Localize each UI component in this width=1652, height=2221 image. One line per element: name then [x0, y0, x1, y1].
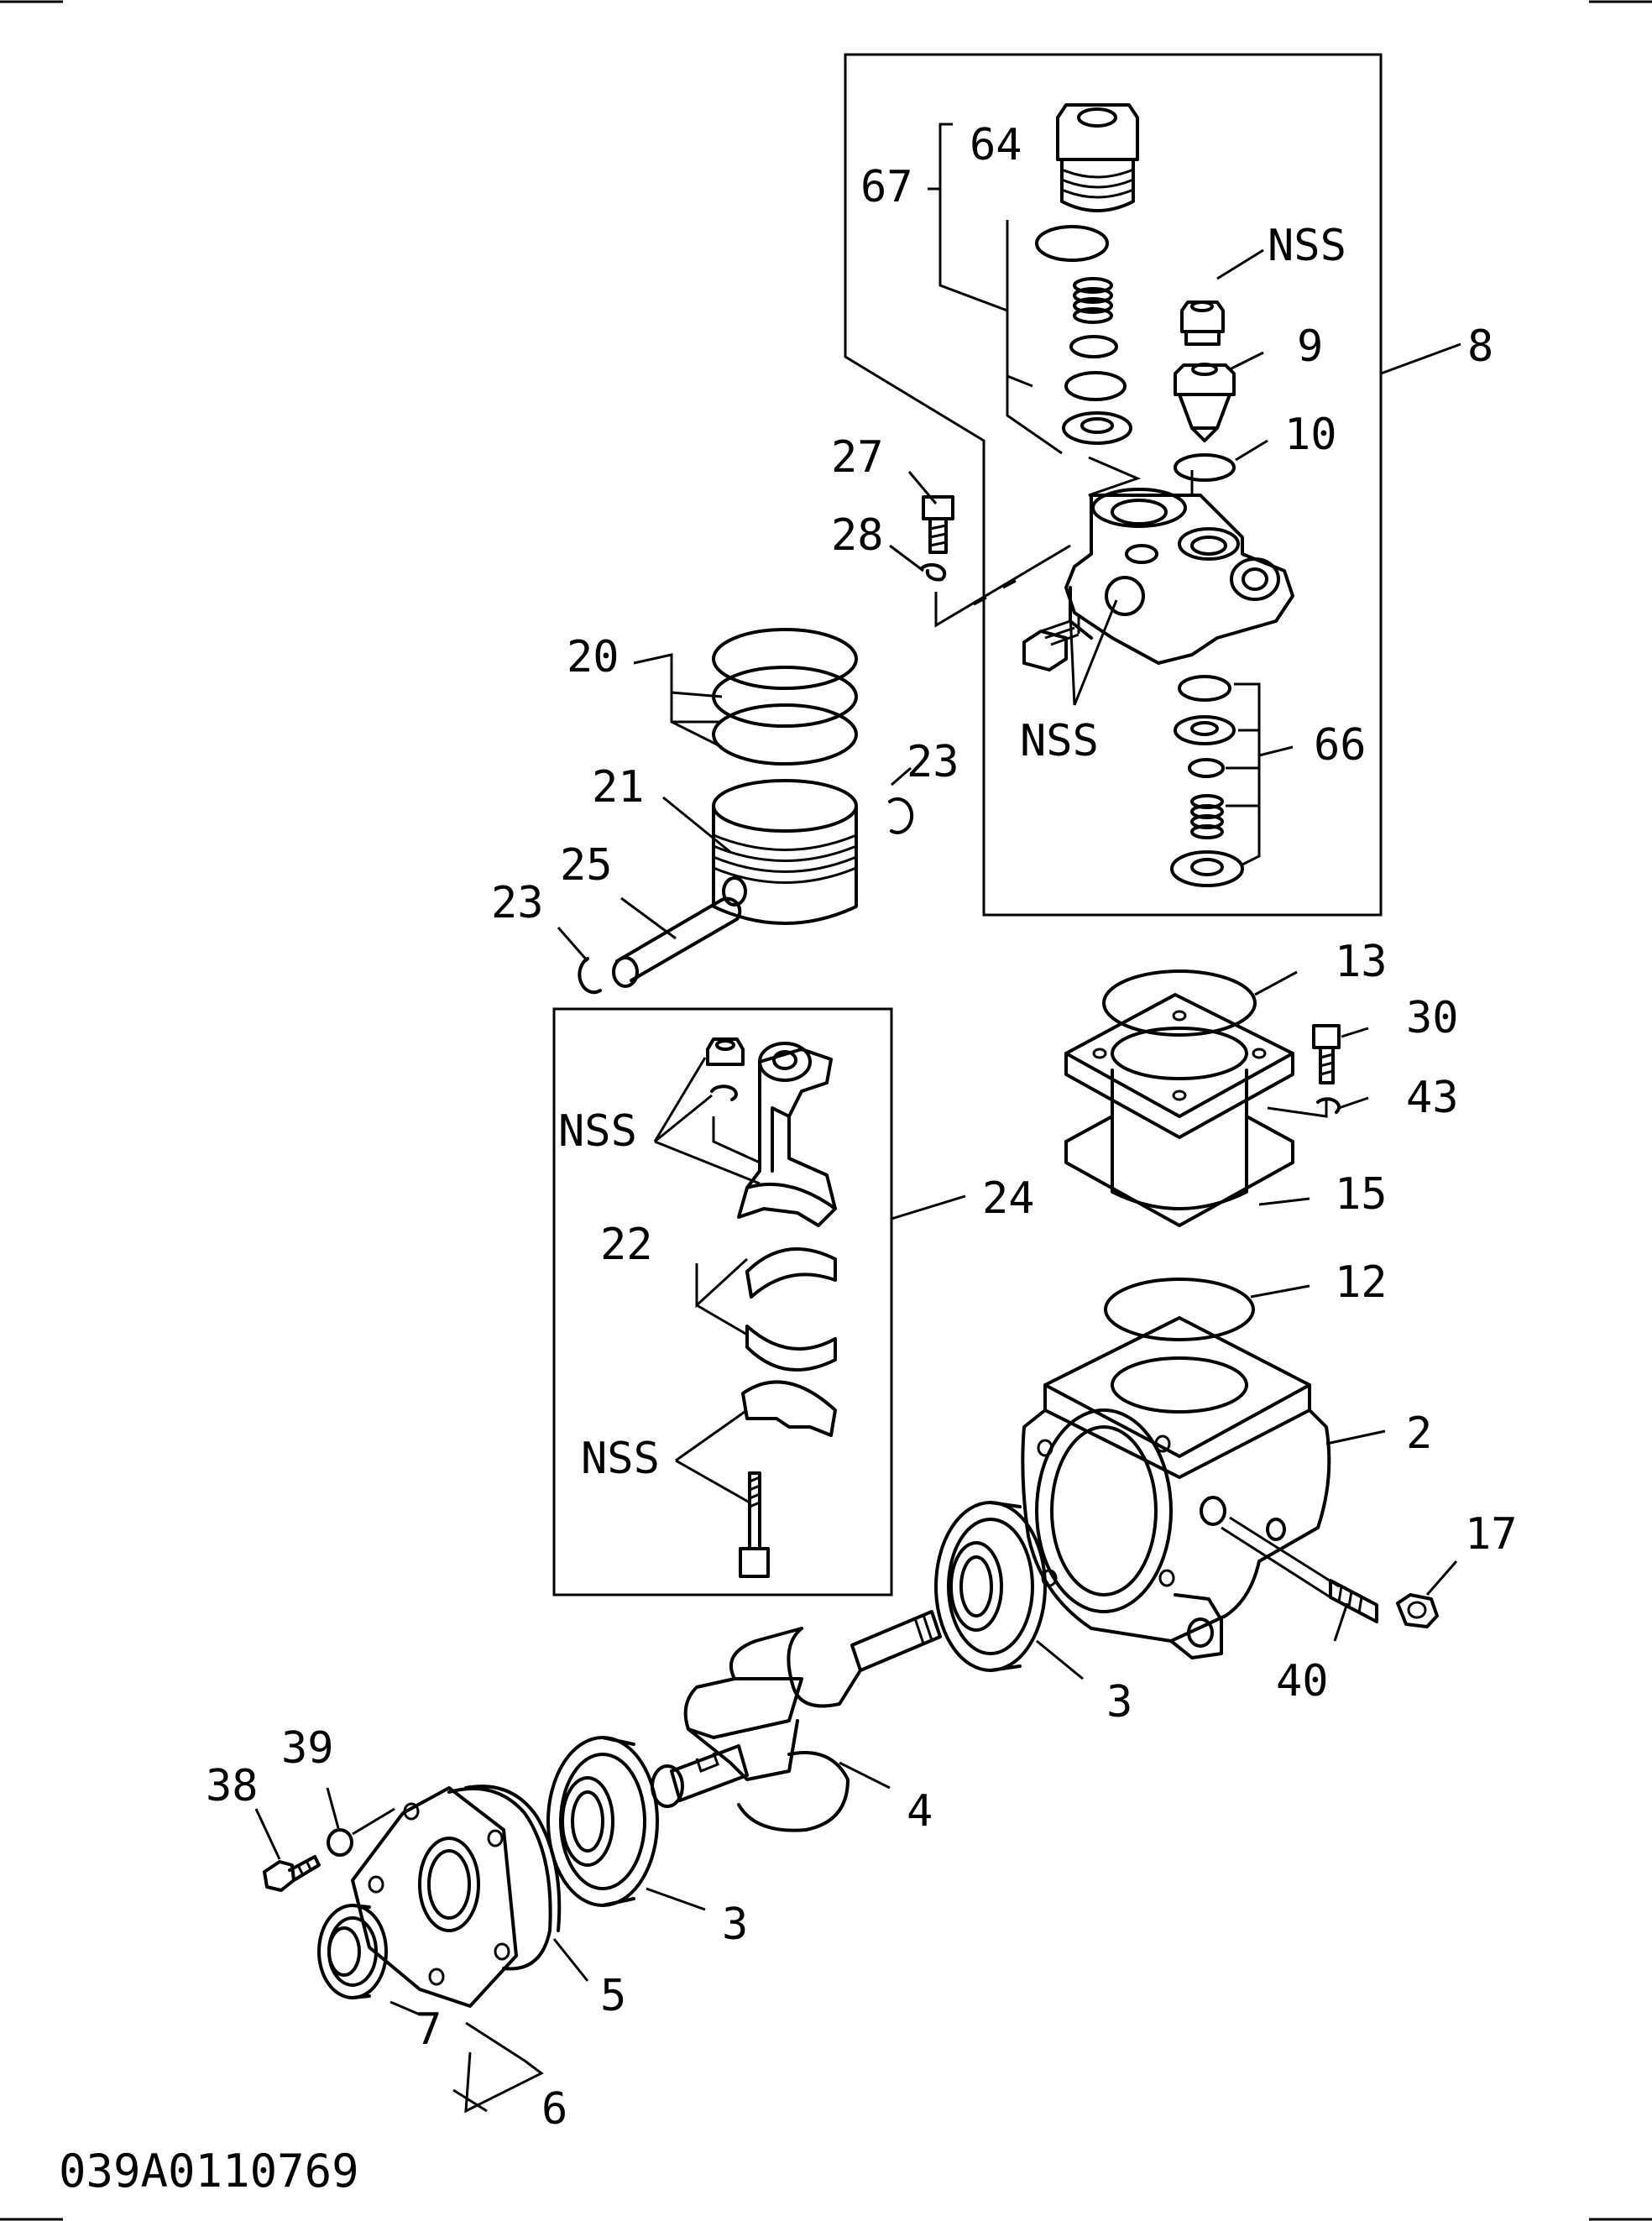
label-4: 4 [907, 1786, 933, 1837]
gasket-12 [1104, 1278, 1255, 1341]
label-21: 21 [592, 762, 645, 813]
piston-rings-20 [712, 628, 858, 766]
connecting-rod [737, 1042, 837, 1227]
label-6: 6 [541, 2084, 567, 2135]
spring-67 [1073, 277, 1113, 324]
washer-43 [1316, 1097, 1341, 1114]
fitting-64 [1056, 103, 1139, 212]
gasket-13 [1102, 969, 1257, 1037]
o-ring-67 [1035, 225, 1109, 262]
rod-nut [706, 1037, 745, 1066]
valve-9 [1174, 363, 1236, 442]
label-27: 27 [831, 432, 884, 483]
label-24: 24 [982, 1173, 1035, 1224]
stud-40 [1221, 1516, 1378, 1623]
label-20: 20 [567, 632, 620, 682]
label-nss-mid: NSS [1020, 716, 1099, 766]
label-13: 13 [1335, 937, 1388, 987]
ring-67 [1064, 371, 1127, 401]
rod-washer [710, 1084, 738, 1101]
label-17: 17 [1465, 1509, 1518, 1560]
label-23-right: 23 [907, 737, 959, 787]
label-38: 38 [206, 1761, 259, 1811]
label-30: 30 [1406, 993, 1459, 1043]
piston-21 [712, 779, 858, 925]
leader-lines [254, 248, 1461, 2114]
callout-labels: 64 67 NSS 9 8 10 27 28 20 NSS 66 21 23 2… [206, 120, 1518, 2135]
rod-bolt [739, 1471, 770, 1578]
label-22: 22 [600, 1220, 653, 1270]
rod-cap [741, 1380, 837, 1437]
label-12: 12 [1335, 1257, 1388, 1308]
label-28: 28 [831, 510, 884, 561]
end-cover-5 [351, 1785, 562, 2008]
label-7: 7 [416, 2004, 442, 2055]
oil-seal-7 [317, 1904, 388, 1999]
label-nss-top: NSS [1268, 221, 1346, 271]
bearing-halves-22 [745, 1247, 837, 1372]
bolt-38 [263, 1855, 321, 1892]
label-64: 64 [970, 120, 1022, 170]
seat-67 [1062, 411, 1132, 445]
label-39: 39 [281, 1723, 334, 1774]
label-40: 40 [1276, 1656, 1329, 1706]
label-15: 15 [1335, 1169, 1388, 1220]
drawing-code: 039A0110769 [59, 2145, 359, 2197]
label-9: 9 [1297, 321, 1323, 372]
snap-ring-23-right [888, 797, 914, 834]
con-rod-frame [552, 1007, 893, 1597]
label-23-left: 23 [491, 878, 544, 928]
plug-nss [1180, 300, 1225, 346]
snap-ring-23-left [578, 957, 602, 995]
label-5: 5 [600, 1971, 626, 2021]
label-66: 66 [1314, 720, 1367, 771]
crankshaft-4 [651, 1610, 942, 1832]
label-8: 8 [1467, 321, 1493, 372]
valve-stack-66 [1170, 675, 1244, 887]
washer-67 [1069, 335, 1118, 358]
crankcase-2 [1021, 1316, 1331, 1659]
washer-28 [920, 562, 947, 582]
bolt-30 [1312, 1024, 1341, 1084]
label-43: 43 [1406, 1073, 1459, 1123]
label-67: 67 [860, 162, 913, 212]
label-nss-rod-2: NSS [581, 1434, 660, 1484]
bolt-27 [922, 495, 954, 554]
plug-nss-side [1022, 619, 1080, 672]
valve-assembly-frame [844, 53, 1383, 917]
piston-pin-25 [612, 896, 742, 988]
label-nss-rod-1: NSS [558, 1106, 637, 1157]
valve-head-body [1064, 488, 1294, 665]
washer-39 [327, 1828, 353, 1857]
cylinder-15 [1064, 993, 1294, 1227]
bearing-3-lower [546, 1736, 659, 1907]
o-ring-10 [1174, 453, 1236, 482]
bearing-3-upper [934, 1501, 1047, 1672]
label-10: 10 [1284, 410, 1337, 460]
label-3-lower: 3 [722, 1900, 748, 1950]
label-3-upper: 3 [1106, 1677, 1132, 1727]
label-2: 2 [1406, 1408, 1432, 1459]
nut-17 [1396, 1593, 1439, 1628]
label-25: 25 [560, 840, 613, 891]
